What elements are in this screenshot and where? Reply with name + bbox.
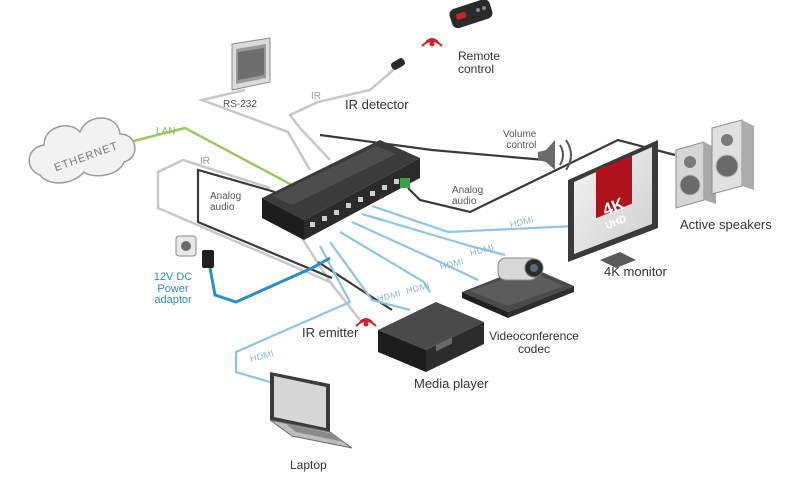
hdmi-codec-cable-1: [361, 212, 506, 257]
active-speakers-icon: [675, 119, 754, 209]
rs232-label: RS-232: [223, 99, 257, 110]
codec-label-line1: Videoconference: [489, 329, 579, 343]
ir-top-label: IR: [311, 91, 321, 102]
hdmi-codec-cable-2: [351, 220, 479, 281]
volume-cable: [319, 133, 546, 162]
camera-icon: [497, 257, 544, 281]
codec-label-line2: codec: [517, 341, 551, 356]
remote-control-label-line1: Remote: [458, 49, 501, 63]
analog-audio-right-cable: [407, 138, 676, 214]
matrix-switcher-icon: [262, 140, 420, 240]
media-player-icon: [378, 302, 484, 372]
ir-detector-label: IR detector: [345, 97, 409, 112]
power-cable: [208, 256, 331, 304]
power-adaptor-label-line3: adaptor: [154, 294, 192, 307]
monitor-label: 4K monitor: [604, 264, 667, 279]
ir-left-label: IR: [200, 156, 210, 167]
power-adaptor-label-line2: Power: [157, 282, 189, 295]
volume-control-label: Volume control: [503, 129, 537, 151]
analog-audio-left-line2: audio: [210, 201, 235, 213]
power-adaptor-label: 12V DC Power adaptor: [140, 271, 206, 307]
analog-audio-right-line1: Analog: [452, 185, 484, 196]
active-speakers-label: Active speakers: [680, 217, 772, 232]
hdmi-monitor-cable: [371, 204, 576, 234]
hdmi-player-cable-2: [329, 241, 411, 312]
power-outlet-icon: [175, 235, 197, 257]
remote-control-label-line2: control: [458, 61, 495, 76]
codec-label: Videoconference codec: [486, 330, 582, 355]
ir-emitter-icon: [355, 318, 377, 327]
touch-panel-icon: [231, 37, 271, 91]
ir-emitter-label: IR emitter: [302, 325, 359, 340]
media-player-label: Media player: [414, 376, 489, 391]
power-adaptor-label-line1: 12V DC: [153, 271, 193, 283]
hdmi-laptop-cable: [234, 245, 352, 384]
ir-detector-icon: [391, 58, 405, 70]
monitor-icon: [568, 140, 658, 268]
lan-label: LAN: [156, 126, 176, 137]
volume-control-label-line1: Volume: [503, 129, 537, 140]
remote-control-icon: [421, 0, 493, 47]
remote-control-label: Remote control: [458, 50, 500, 75]
volume-control-icon: [538, 139, 572, 171]
analog-audio-right-line2: audio: [452, 195, 477, 207]
ir-left-cable: [156, 158, 331, 284]
power-adaptor-icon: [202, 250, 214, 268]
laptop-label: Laptop: [290, 458, 327, 472]
rs232-cable: [197, 88, 312, 171]
codec-icon: [462, 266, 574, 318]
ir-detector-cable: [288, 65, 399, 161]
analog-audio-left-label: Analog audio: [210, 191, 242, 213]
ethernet-cloud-icon: [28, 117, 136, 184]
analog-audio-right-label: Analog audio: [452, 185, 484, 207]
lan-cable: [109, 126, 293, 187]
laptop-icon: [269, 372, 353, 449]
volume-control-label-line2: control: [506, 139, 537, 151]
analog-audio-left-cable: [196, 168, 333, 280]
hdmi-player-cable-1: [339, 231, 431, 293]
ir-emitter-cable: [298, 234, 361, 321]
analog-audio-left-line1: Analog: [210, 191, 242, 202]
